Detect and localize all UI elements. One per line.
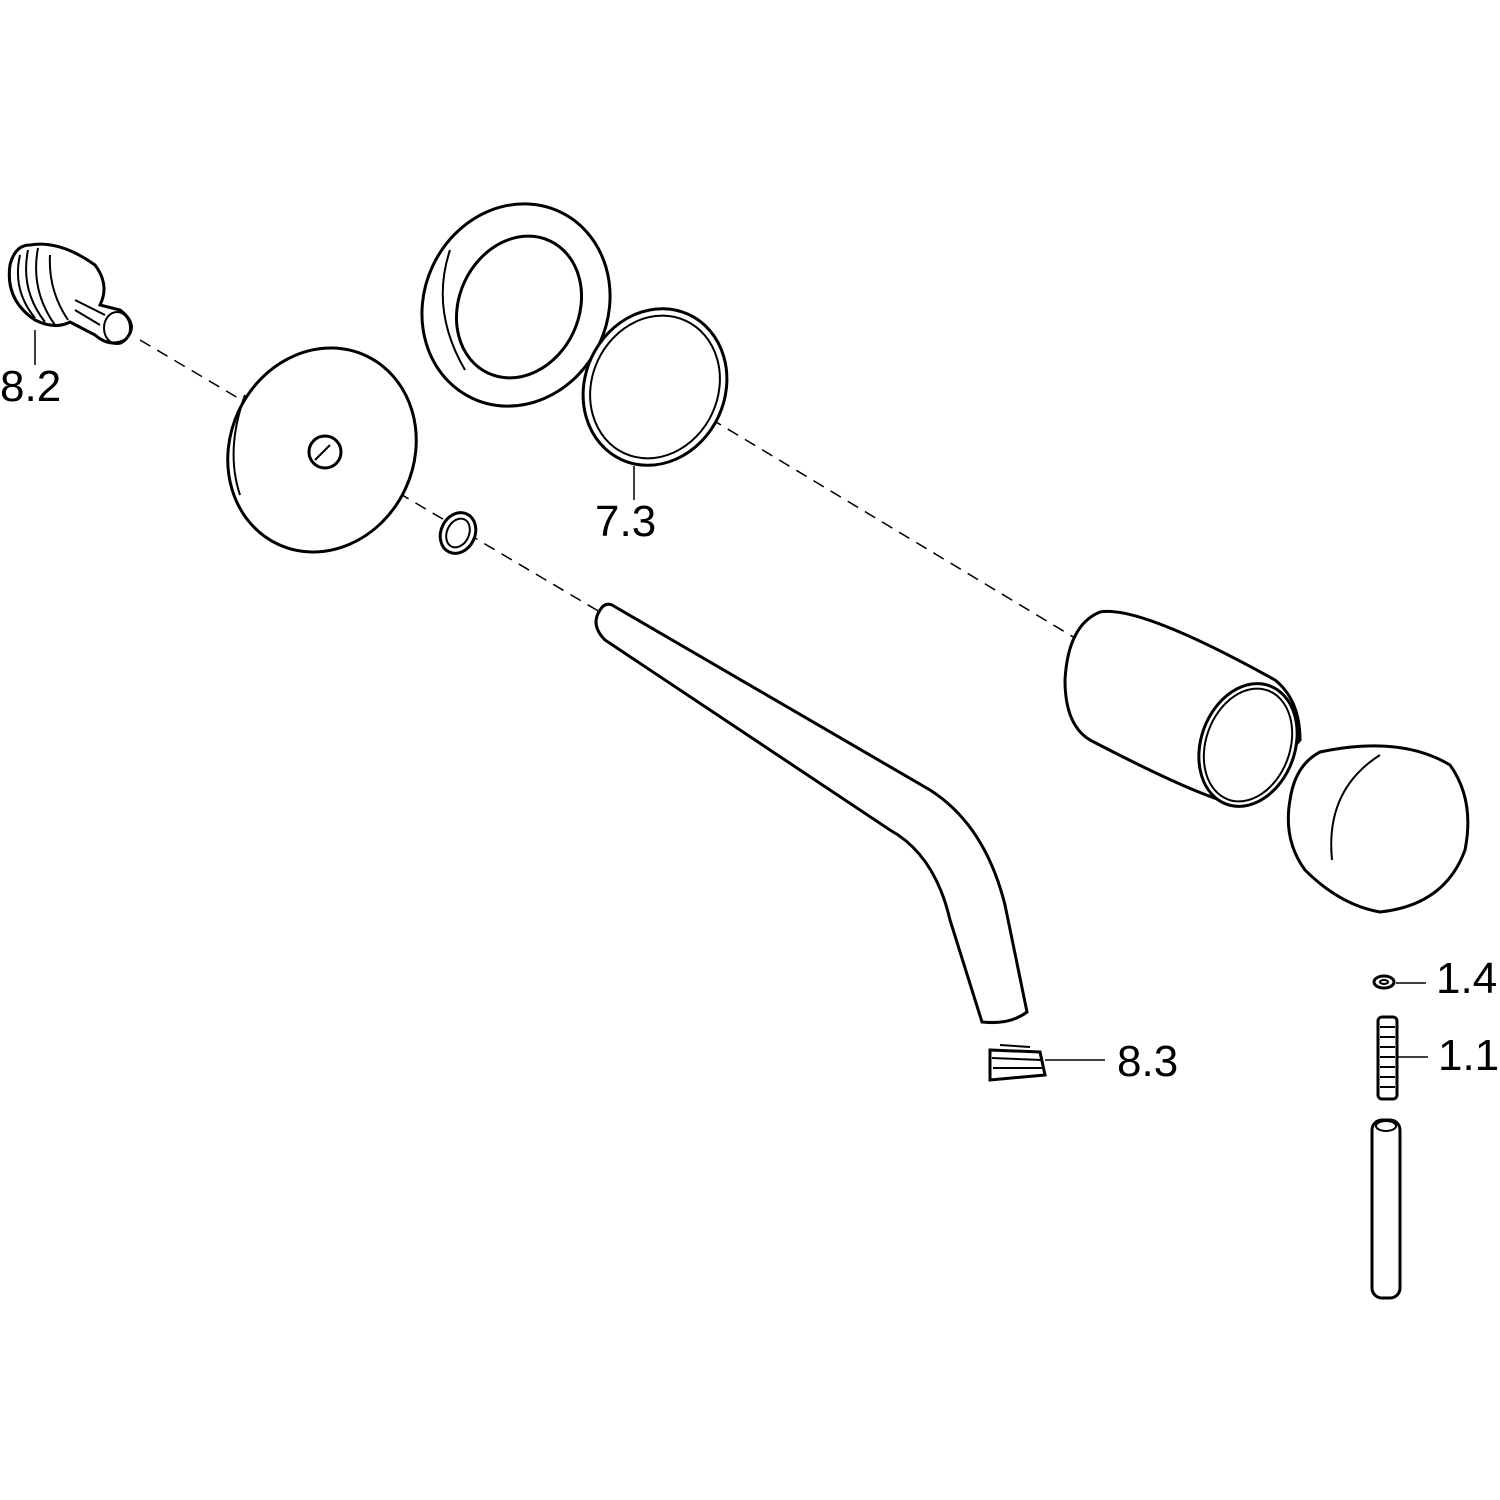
small-o-ring-part — [438, 511, 478, 555]
label-8-3: 8.3 — [1117, 1037, 1179, 1086]
label-1-1: 1.1 — [1438, 1031, 1500, 1080]
cover-disc-part — [226, 346, 418, 554]
aerator-part — [988, 1044, 1047, 1082]
washer-part — [1372, 974, 1396, 990]
adapter-part — [7, 242, 133, 345]
label-7-3: 7.3 — [595, 497, 657, 546]
o-ring-7-3-part — [581, 307, 729, 467]
handle-cap-part — [1286, 744, 1470, 914]
threaded-pin-part — [1376, 1015, 1399, 1101]
rosette-ring-part — [420, 202, 612, 408]
handle-body-part — [1063, 609, 1302, 808]
rod-part — [1370, 1118, 1402, 1300]
spout-part — [594, 602, 1029, 1024]
label-1-4: 1.4 — [1436, 954, 1498, 1003]
label-8-2: 8.2 — [0, 362, 62, 411]
